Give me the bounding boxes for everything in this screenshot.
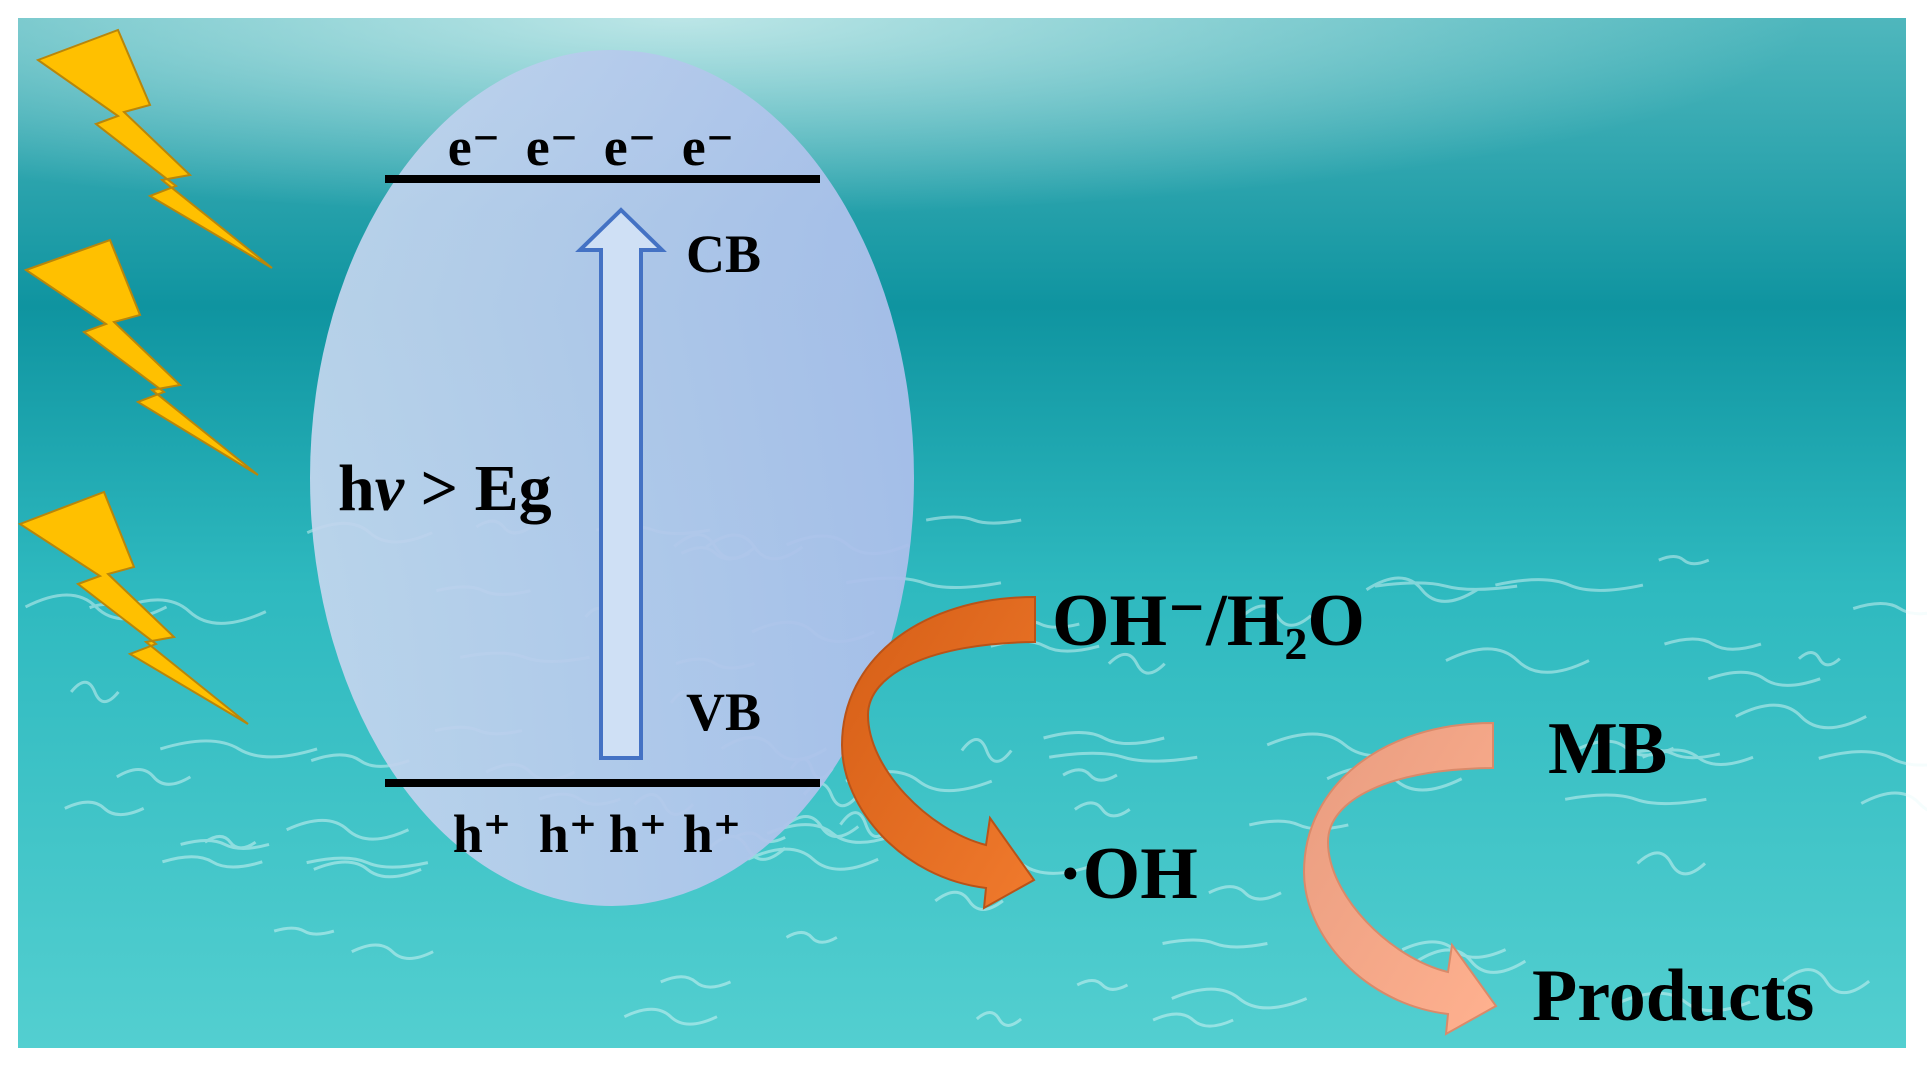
caustic-ripple [1062, 768, 1118, 782]
degradation-pathway: MB Products [1302, 708, 1814, 1037]
caustic-ripple [1043, 730, 1165, 746]
caustic-ripple [1860, 791, 1927, 812]
caustic-ripple [204, 834, 257, 850]
lightning-bolt-icon [23, 238, 259, 476]
caustic-ripple [1564, 793, 1707, 806]
caustic-ripple [934, 890, 1004, 912]
hole-row: h⁺ h⁺ h⁺ h⁺ [453, 804, 742, 864]
caustic-ripple [766, 823, 899, 844]
up-arrow-icon [575, 207, 667, 760]
hole: h⁺ [453, 804, 512, 864]
electron-row: e⁻ e⁻ e⁻ e⁻ [448, 117, 734, 177]
caustic-ripple [660, 975, 732, 989]
caustic-ripple [1495, 578, 1644, 592]
curved-arrow-icon [840, 595, 1036, 910]
oxidation-reactant: OH⁻/H2O [1052, 580, 1365, 669]
caustic-ripple [64, 800, 145, 817]
caustic-ripple [1619, 991, 1751, 1013]
caustic-ripple [116, 767, 192, 786]
caustic-ripple [960, 738, 1013, 763]
caustic-ripple [70, 680, 120, 704]
caustic-ripple [1074, 801, 1131, 818]
caustic-ripple [1797, 650, 1841, 667]
lightning-bolt-icon [35, 28, 273, 269]
caustic-ripple [1416, 948, 1527, 974]
vb-label: VB [686, 682, 761, 742]
caustic-ripple [1578, 739, 1675, 757]
caustic-ripple [1818, 750, 1927, 767]
semiconductor-particle: e⁻ e⁻ e⁻ e⁻ h⁺ h⁺ h⁺ h⁺ CB VB hν > Eg [310, 50, 914, 906]
caustic-ripple [1641, 748, 1754, 766]
caustic-ripple [180, 839, 270, 850]
caustic-ripple [1707, 670, 1821, 687]
degradation-products: Products [1532, 955, 1814, 1037]
dye-reactant: MB [1548, 708, 1667, 790]
oxidation-pathway: OH⁻/H2O ·OH [840, 580, 1365, 915]
caustic-ripple [1374, 581, 1518, 591]
caustic-ripple [162, 855, 263, 869]
caustic-ripple [159, 739, 318, 759]
caustic-ripple [785, 930, 838, 944]
caustic-ripple [925, 515, 1022, 525]
hydroxyl-radical: ·OH [1058, 833, 1198, 915]
caustic-ripple [306, 856, 429, 869]
electron: e⁻ [604, 117, 656, 177]
electron: e⁻ [526, 117, 578, 177]
caustic-ripple [1107, 652, 1166, 675]
caustic-ripple [1076, 978, 1129, 991]
lightning-bolt-icon [17, 490, 249, 725]
cb-label: CB [686, 224, 761, 284]
caustic-ripple [1365, 576, 1478, 603]
caustic-ripple [1171, 987, 1308, 1010]
underwater-background [18, 18, 1927, 1048]
curved-arrow-icon [1302, 721, 1498, 1036]
caustic-ripple [273, 926, 335, 936]
light-source [17, 28, 273, 725]
caustic-ripple [1242, 604, 1312, 627]
caustic-ripple [351, 943, 434, 960]
caustic-ripple [1445, 647, 1590, 674]
electron: e⁻ [682, 117, 734, 177]
caustic-ripple [1208, 885, 1282, 901]
caustic-ripple [1048, 751, 1198, 763]
caustic-ripple [1852, 602, 1927, 616]
caustic-ripple [1626, 748, 1721, 760]
caustic-ripple [286, 818, 410, 841]
caustic-ripple [747, 847, 879, 871]
excitation-label: hν > Eg [338, 452, 552, 525]
caustic-ripple [313, 860, 422, 879]
caustic-ripple [1735, 703, 1867, 730]
hole: h⁺ [609, 804, 668, 864]
caustic-ripple [975, 1010, 1023, 1027]
caustic-ripple [1162, 938, 1268, 949]
caustic-ripple [1782, 968, 1871, 995]
hole: h⁺ [683, 804, 742, 864]
caustic-ripple [1152, 1012, 1234, 1028]
caustic-ripple [1636, 851, 1707, 876]
caustic-ripple [1658, 555, 1710, 566]
caustic-ripple [112, 598, 267, 625]
electron: e⁻ [448, 117, 500, 177]
hole: h⁺ [539, 804, 598, 864]
caustic-ripple [783, 814, 860, 839]
caustic-ripple [623, 1007, 718, 1026]
caustic-ripple [1664, 637, 1762, 651]
